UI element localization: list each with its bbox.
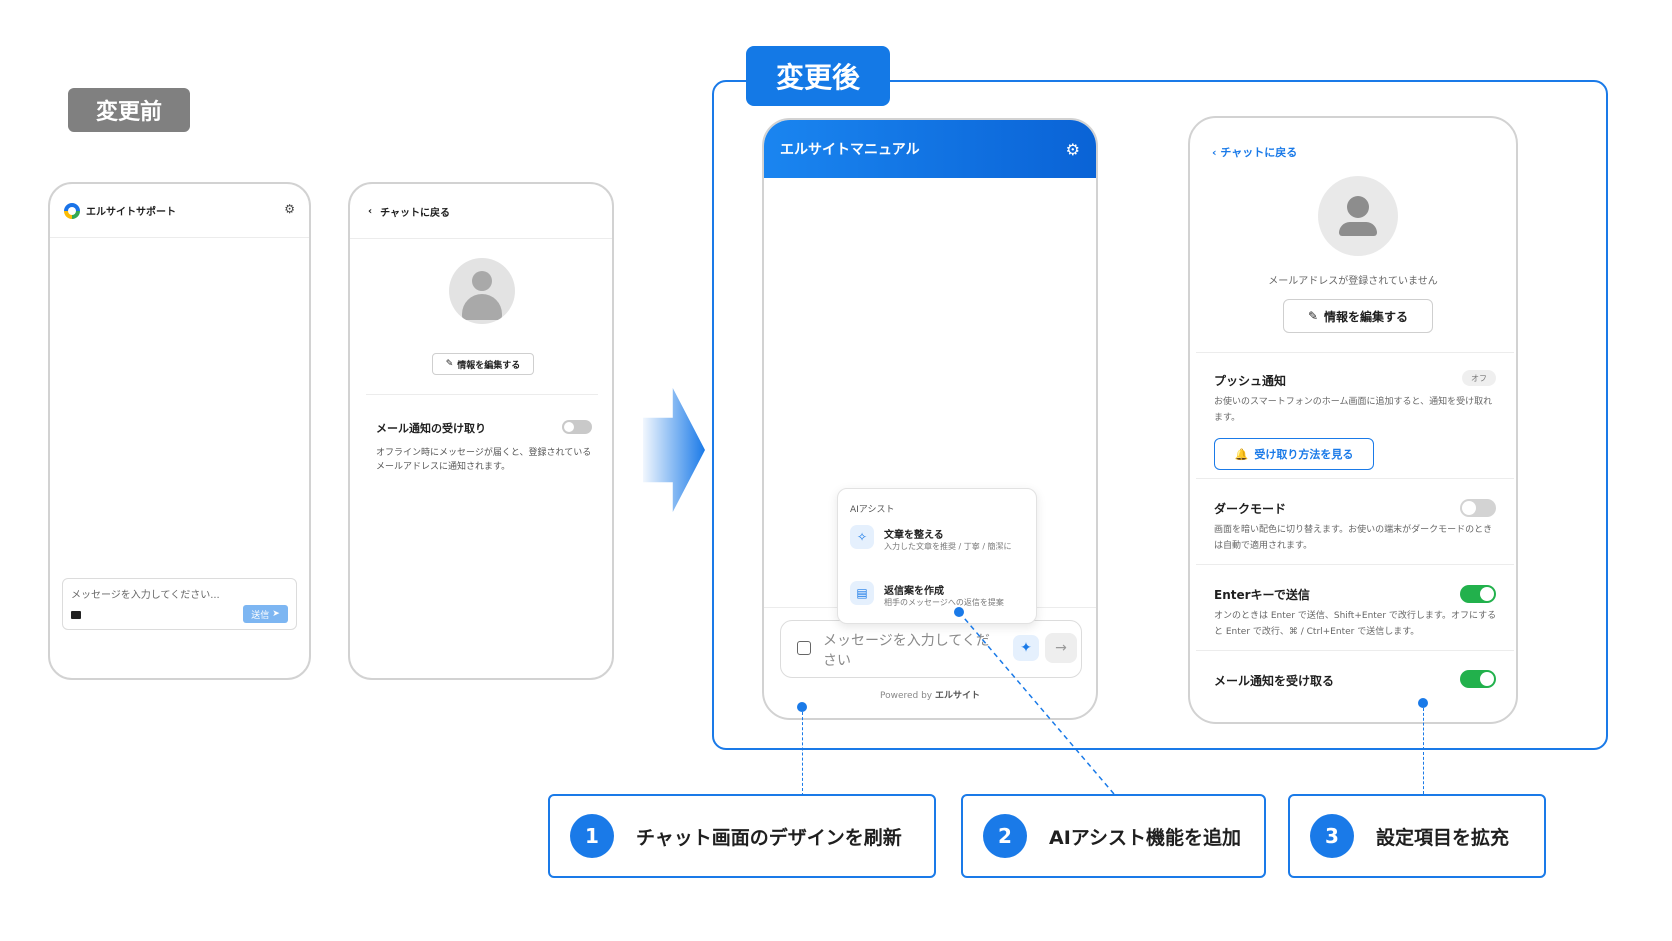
- old-settings-screen: ‹ チャットに戻る ✎ 情報を編集する メール通知の受け取り オフライン時にメッ…: [348, 182, 614, 680]
- mail-notify-title: メール通知を受け取る: [1214, 674, 1335, 688]
- enter-send-desc: オンのときは Enter で送信、Shift+Enter で改行します。オフにす…: [1214, 611, 1497, 637]
- image-icon[interactable]: [71, 611, 81, 619]
- divider: [1196, 564, 1514, 565]
- old-chat-header: エルサイトサポート: [50, 184, 309, 238]
- callout-dot-2: [954, 607, 964, 617]
- new-edit-info-button[interactable]: ✎ 情報を編集する: [1283, 299, 1433, 333]
- callout-3: 3 設定項目を拡充: [1288, 794, 1546, 878]
- pencil-icon: ✎: [1307, 309, 1319, 323]
- callout-text: チャット画面のデザインを刷新: [636, 826, 902, 849]
- old-back-label: チャットに戻る: [380, 207, 451, 219]
- send-label: 送信: [251, 610, 270, 621]
- new-chat-title: エルサイトマニュアル: [780, 142, 920, 158]
- callout-2: 2 AIアシスト機能を追加: [961, 794, 1266, 878]
- divider: [1196, 478, 1514, 479]
- send-arrow-button[interactable]: →: [1045, 633, 1077, 663]
- after-frame: [712, 80, 1608, 750]
- send-icon: ➤: [272, 609, 280, 619]
- avatar-head-shape: [472, 271, 492, 291]
- new-chat-header: エルサイトマニュアル: [764, 120, 1096, 178]
- avatar-body-shape: [1339, 222, 1377, 236]
- powered-by: Powered by エルサイト: [764, 688, 1096, 701]
- new-message-input[interactable]: メッセージを入力してください ✦ →: [780, 620, 1082, 678]
- callout-dot-3: [1418, 698, 1428, 708]
- powered-brand: エルサイト: [935, 691, 981, 701]
- bell-icon: 🔔: [1234, 447, 1249, 461]
- dark-mode-toggle[interactable]: [1460, 499, 1496, 517]
- gear-icon[interactable]: ⚙: [284, 202, 295, 216]
- how-to-label: 受け取り方法を見る: [1254, 448, 1354, 461]
- divider: [366, 394, 598, 395]
- ai-assist-button[interactable]: ✦: [1013, 635, 1039, 661]
- old-chat-screen: エルサイトサポート ⚙ メッセージを入力してください... 送信 ➤: [48, 182, 311, 680]
- avatar-head-shape: [1347, 196, 1369, 218]
- callout-dot-1: [797, 702, 807, 712]
- new-settings-screen: ‹ チャットに戻る メールアドレスが登録されていません ✎ 情報を編集する プッ…: [1188, 116, 1518, 724]
- connector-1: [802, 712, 803, 796]
- callout-text: 設定項目を拡充: [1376, 826, 1510, 849]
- old-mail-notify-toggle[interactable]: [562, 420, 592, 434]
- mail-notify-toggle[interactable]: [1460, 670, 1496, 688]
- enter-send-title: Enterキーで送信: [1214, 588, 1310, 602]
- new-back-link[interactable]: ‹ チャットに戻る: [1212, 146, 1298, 159]
- ai-item-title: 返信案を作成: [884, 586, 944, 597]
- how-to-receive-button[interactable]: 🔔 受け取り方法を見る: [1214, 438, 1374, 470]
- push-status-badge: オフ: [1462, 370, 1496, 386]
- old-back-link[interactable]: ‹ チャットに戻る: [350, 184, 612, 239]
- dark-mode-title: ダークモード: [1214, 502, 1287, 516]
- after-label: 変更後: [746, 46, 890, 106]
- ai-popup-title: AIアシスト: [850, 505, 895, 515]
- ai-assist-popup: AIアシスト ✧ 文章を整える 入力した文章を推奨 / 丁寧 / 簡潔に ▤ 返…: [837, 488, 1037, 624]
- push-desc: お使いのスマートフォンのホーム画面に追加すると、通知を受け取れます。: [1214, 397, 1493, 423]
- chevron-left-icon: ‹: [368, 205, 373, 217]
- old-input-placeholder: メッセージを入力してください...: [71, 590, 220, 601]
- new-edit-label: 情報を編集する: [1324, 309, 1409, 324]
- callout-1: 1 チャット画面のデザインを刷新: [548, 794, 936, 878]
- pencil-icon: ✎: [445, 359, 454, 369]
- enter-send-toggle[interactable]: [1460, 585, 1496, 603]
- divider: [1196, 650, 1514, 651]
- old-mail-notify-label: メール通知の受け取り: [376, 422, 486, 435]
- ai-item-title: 文章を整える: [884, 530, 944, 541]
- chat-bubble-icon: ▤: [850, 581, 874, 605]
- old-mail-notify-desc: オフライン時にメッセージが届くと、登録されているメールアドレスに通知されます。: [376, 448, 592, 472]
- dark-mode-desc: 画面を暗い配色に切り替えます。お使いの端末がダークモードのときは自動で適用されま…: [1214, 525, 1493, 551]
- callout-number: 2: [983, 814, 1027, 858]
- avatar-body-shape: [462, 294, 502, 320]
- no-email-text: メールアドレスが登録されていません: [1268, 276, 1438, 287]
- old-edit-info-button[interactable]: ✎ 情報を編集する: [432, 353, 534, 375]
- logo-icon: [64, 202, 80, 219]
- ai-item-desc: 相手のメッセージへの返信を提案: [884, 598, 1004, 607]
- connector-3: [1423, 708, 1424, 794]
- callout-number: 3: [1310, 814, 1354, 858]
- gear-icon[interactable]: ⚙: [1065, 140, 1080, 159]
- ai-item-desc: 入力した文章を推奨 / 丁寧 / 簡潔に: [884, 542, 1012, 551]
- avatar: [449, 258, 515, 324]
- old-send-button[interactable]: 送信 ➤: [243, 605, 288, 623]
- transition-arrow: [643, 388, 705, 512]
- old-chat-title: エルサイトサポート: [86, 207, 176, 218]
- image-icon[interactable]: [797, 641, 811, 655]
- old-message-input[interactable]: メッセージを入力してください... 送信 ➤: [62, 578, 297, 630]
- before-label: 変更前: [68, 88, 190, 132]
- powered-prefix: Powered by: [879, 691, 933, 701]
- push-title: プッシュ通知: [1214, 374, 1287, 388]
- new-input-placeholder: メッセージを入力してください: [823, 633, 990, 669]
- divider: [1196, 352, 1514, 353]
- sparkle-icon: ✧: [850, 525, 874, 549]
- avatar: [1318, 176, 1398, 256]
- callout-number: 1: [570, 814, 614, 858]
- callout-text: AIアシスト機能を追加: [1049, 826, 1242, 849]
- old-edit-label: 情報を編集する: [457, 360, 521, 371]
- new-chat-screen: エルサイトマニュアル ⚙ メッセージを入力してください ✦ → Powered …: [762, 118, 1098, 720]
